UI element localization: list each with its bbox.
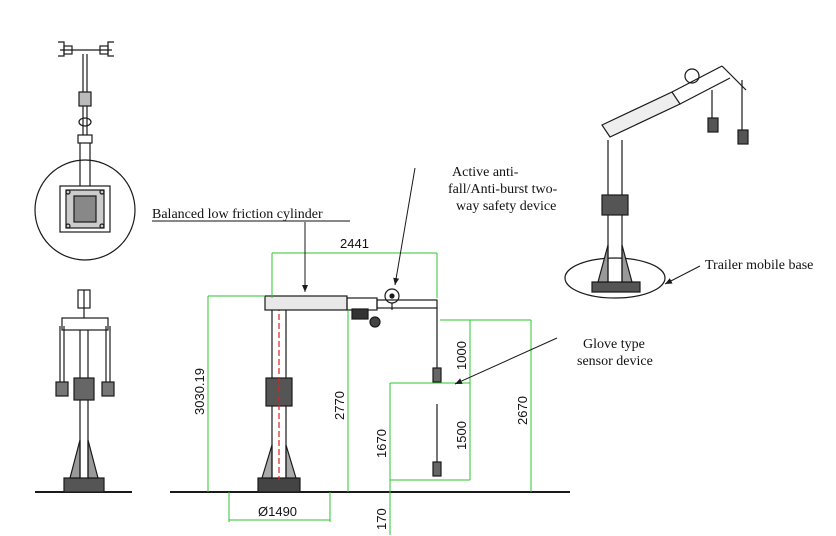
label-glove-line1: Glove type — [583, 337, 645, 352]
leader-lines — [302, 167, 701, 385]
label-cylinder: Balanced low friction cylinder — [152, 207, 323, 222]
dim-stroke-upper: 1000 — [454, 341, 469, 370]
dim-hook-upper-height: 2670 — [515, 396, 530, 425]
dim-reach: 2441 — [340, 236, 369, 251]
label-trailer: Trailer mobile base — [705, 258, 813, 273]
dim-hook-lower-height: 1670 — [374, 429, 389, 458]
dimension-labels: 2441 3030.19 2770 2670 1000 1500 1670 17… — [192, 236, 530, 530]
label-glove-line2: sensor device — [577, 354, 653, 369]
label-safety-line2: fall/Anti-burst two- — [448, 182, 558, 197]
dim-total-height: 3030.19 — [192, 368, 207, 415]
safety-device-leader — [393, 167, 416, 286]
dim-pillar-height: 2770 — [332, 391, 347, 420]
isometric-view-drawing — [564, 65, 749, 299]
dim-stroke-lower: 1500 — [454, 421, 469, 450]
dim-base-diameter: Ø1490 — [258, 504, 297, 519]
label-safety-line1: Active anti- — [452, 165, 519, 180]
dimension-lines — [207, 252, 532, 535]
dim-floor-offset: 170 — [374, 508, 389, 530]
glove-sensor-leader — [454, 337, 558, 385]
annotation-labels: Balanced low friction cylinder Active an… — [152, 165, 813, 369]
trailer-leader — [664, 265, 701, 285]
front-view-drawing — [170, 288, 570, 493]
side-view-drawing — [35, 289, 132, 493]
label-safety-line3: way safety device — [456, 199, 556, 214]
top-view-drawing — [34, 41, 136, 261]
